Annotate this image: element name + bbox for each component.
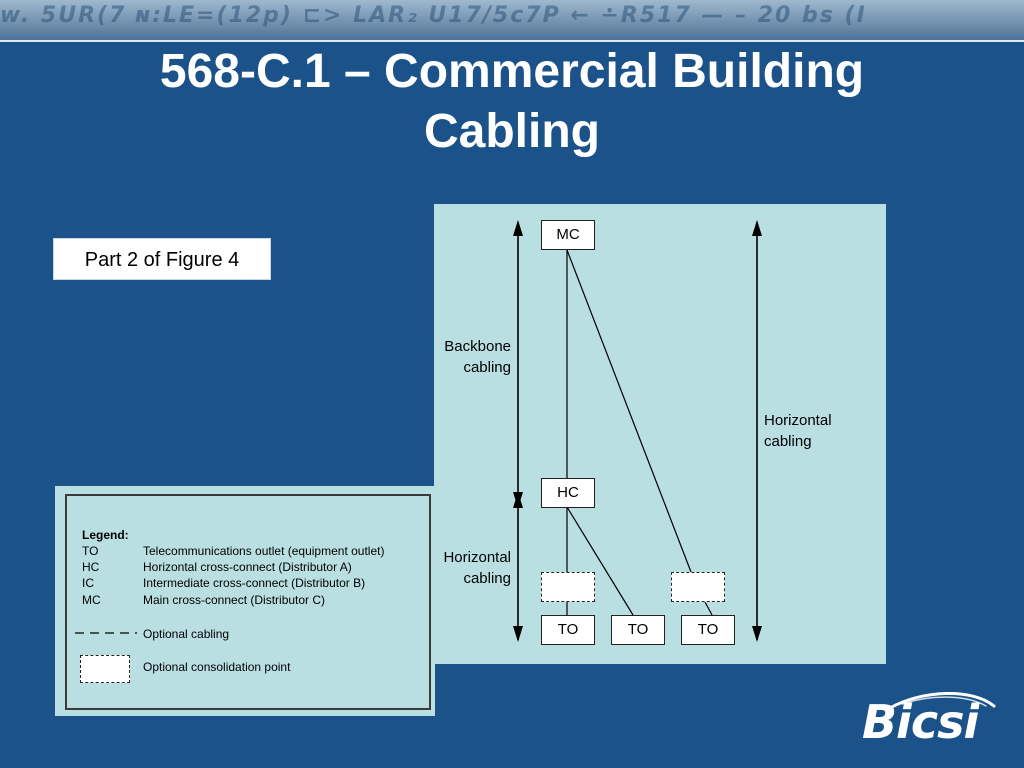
slide-title-line-1: 568-C.1 – Commercial Building <box>159 45 865 98</box>
horizontal-left-arrow-top <box>513 492 523 508</box>
header-divider <box>0 40 1024 42</box>
legend-consolidation-sample <box>80 655 130 683</box>
legend-optional-cabling: Optional cabling <box>143 627 230 641</box>
slide-title-line-2: Cabling <box>424 105 600 158</box>
horizontal-right-arrow-bottom <box>752 626 762 642</box>
label-backbone-cabling: Backbone cabling <box>425 336 511 378</box>
node-to-2: TO <box>611 615 665 645</box>
bicsi-logo: Bicsi <box>862 695 979 749</box>
consolidation-point-left <box>541 572 595 602</box>
label-backbone-line-1: Backbone <box>444 338 511 355</box>
label-horizontal-left-line-1: Horizontal <box>443 549 511 566</box>
header-band: w. 5UR(7 ɴ:LE=(12p) ⊏> LAR₂ U17/5c7P ← ∸… <box>0 0 1024 40</box>
horizontal-left-arrow-bottom <box>513 626 523 642</box>
label-horizontal-cabling-right: Horizontal cabling <box>764 410 864 452</box>
legend-desc-mc: Main cross-connect (Distributor C) <box>143 593 326 607</box>
cp-to3-line <box>704 601 713 616</box>
legend-abbr-hc: HC <box>82 560 100 574</box>
hc-to2-line <box>566 506 634 616</box>
node-mc: MC <box>541 220 595 250</box>
legend-abbr-mc: MC <box>82 593 101 607</box>
diagram-panel <box>434 204 886 664</box>
slide-title: 568-C.1 – Commercial Building Cabling <box>0 42 1024 162</box>
backbone-arrow-top <box>513 220 523 236</box>
node-to-3: TO <box>681 615 735 645</box>
legend-frame <box>65 494 431 710</box>
part-label: Part 2 of Figure 4 <box>53 238 271 280</box>
node-hc: HC <box>541 478 595 508</box>
node-to-1: TO <box>541 615 595 645</box>
legend-abbr-ic: IC <box>82 576 94 590</box>
bicsi-logo-swoosh <box>888 692 996 710</box>
label-horizontal-right-line-2: cabling <box>764 433 812 450</box>
label-horizontal-right-line-1: Horizontal <box>764 412 832 429</box>
legend-desc-ic: Intermediate cross-connect (Distributor … <box>143 576 366 590</box>
legend-heading: Legend: <box>82 527 129 543</box>
legend-optional-consolidation: Optional consolidation point <box>143 660 291 674</box>
legend-heading-text: Legend: <box>82 528 129 542</box>
label-backbone-line-2: cabling <box>463 359 511 376</box>
legend-desc-hc: Horizontal cross-connect (Distributor A) <box>143 560 352 574</box>
label-horizontal-left-line-2: cabling <box>463 570 511 587</box>
horizontal-right-arrow-top <box>752 220 762 236</box>
legend-desc-to: Telecommunications outlet (equipment out… <box>143 544 385 558</box>
mc-to3-line <box>566 249 692 573</box>
label-horizontal-cabling-left: Horizontal cabling <box>425 547 511 589</box>
header-decor-text: w. 5UR(7 ɴ:LE=(12p) ⊏> LAR₂ U17/5c7P ← ∸… <box>0 3 867 28</box>
legend-abbr-to: TO <box>82 544 99 558</box>
consolidation-point-right <box>671 572 725 602</box>
